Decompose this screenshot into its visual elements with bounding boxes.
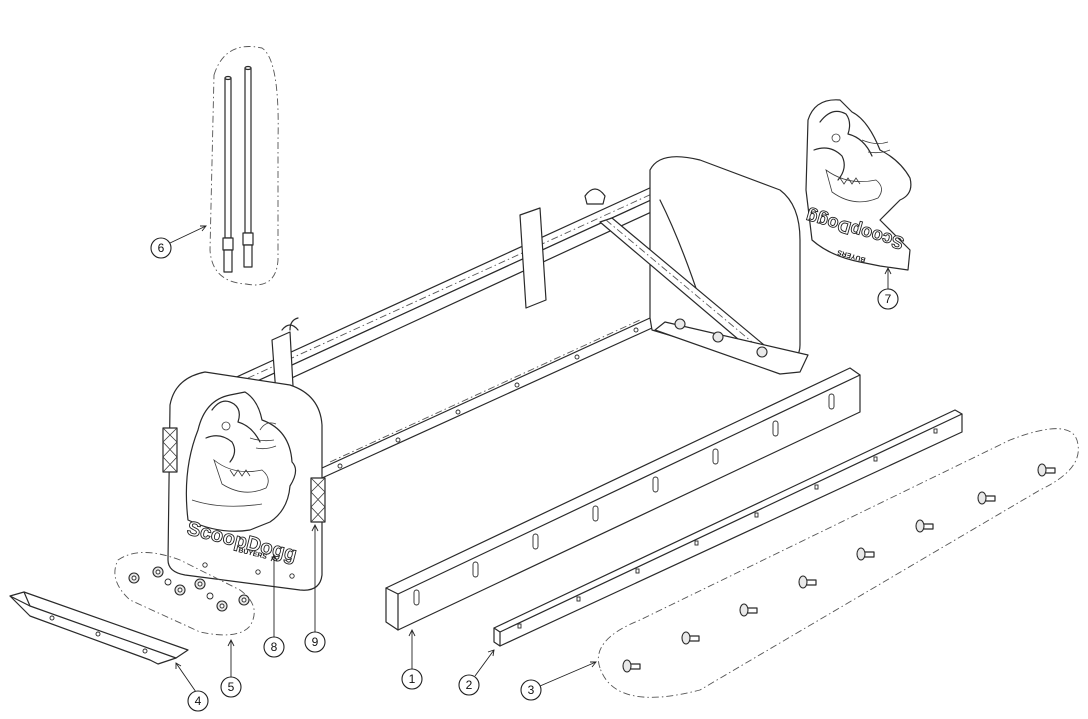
cutting-edge-slots	[413, 393, 835, 606]
logo-decal-loose: ScoopDogg BUYERS	[803, 99, 912, 271]
callout-1: 1	[409, 672, 416, 686]
callout-8: 8	[271, 640, 278, 654]
backer-strap	[493, 409, 963, 647]
marker-rod-right	[242, 65, 254, 268]
callout-6: 6	[158, 241, 165, 255]
marker-rods-group	[209, 46, 279, 286]
callout-2: 2	[466, 678, 473, 692]
left-side-panel: ScoopDogg BUYERS	[162, 371, 326, 591]
callout-9: 9	[312, 635, 319, 649]
marker-rod-left	[222, 75, 234, 273]
callout-7: 7	[885, 292, 892, 306]
wear-shoe	[9, 591, 189, 665]
callout-4: 4	[195, 694, 202, 708]
shoe-hardware-group	[114, 552, 255, 636]
cutting-edge-rubber	[385, 367, 861, 631]
callout-3: 3	[528, 683, 535, 697]
backer-strap-holes	[517, 428, 938, 629]
callouts: 1 2 3 4 5 6 7 8	[150, 225, 899, 712]
carriage-bolts	[622, 463, 1056, 673]
bolt-holes-bottom-rail	[337, 327, 639, 469]
pusher-frame	[229, 156, 809, 479]
carriage-bolt-hardware-group	[598, 428, 1079, 698]
callout-5: 5	[228, 680, 235, 694]
